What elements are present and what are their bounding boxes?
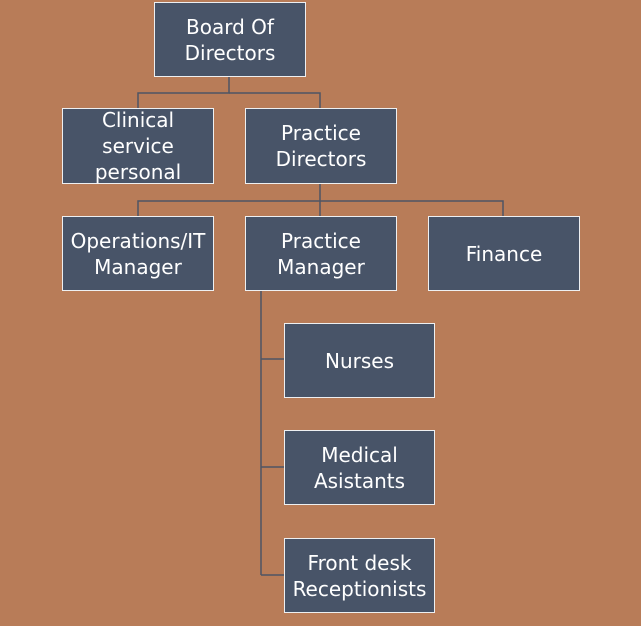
front-desk-receptionists-node: Front desk Receptionists bbox=[284, 538, 435, 613]
medical-assistants-label: Medical Asistants bbox=[313, 442, 406, 493]
medical-assistants-node: Medical Asistants bbox=[284, 430, 435, 505]
practice-directors-label: Practice Directors bbox=[275, 121, 367, 171]
nurses-node: Nurses bbox=[284, 323, 435, 398]
finance-node: Finance bbox=[428, 216, 580, 291]
operations-it-manager-node: Operations/IT Manager bbox=[62, 216, 214, 291]
connector-pd-to-operations bbox=[137, 184, 321, 216]
practice-directors-node: Practice Directors bbox=[245, 108, 397, 184]
clinical-service-personal-label: Clinical service personal bbox=[94, 108, 182, 184]
front-desk-receptionists-label: Front desk Receptionists bbox=[292, 550, 427, 601]
board-of-directors-label: Board Of Directors bbox=[184, 14, 276, 65]
connector-board-to-clinical bbox=[137, 77, 230, 108]
finance-label: Finance bbox=[465, 241, 543, 266]
operations-it-manager-label: Operations/IT Manager bbox=[70, 228, 206, 279]
nurses-label: Nurses bbox=[324, 348, 394, 373]
board-of-directors-node: Board Of Directors bbox=[154, 2, 306, 77]
connector-board-to-practice-directors bbox=[229, 92, 321, 108]
practice-manager-node: Practice Manager bbox=[245, 216, 397, 291]
practice-manager-label: Practice Manager bbox=[277, 228, 365, 279]
clinical-service-personal-node: Clinical service personal bbox=[62, 108, 214, 184]
connector-pd-to-finance bbox=[320, 200, 504, 216]
